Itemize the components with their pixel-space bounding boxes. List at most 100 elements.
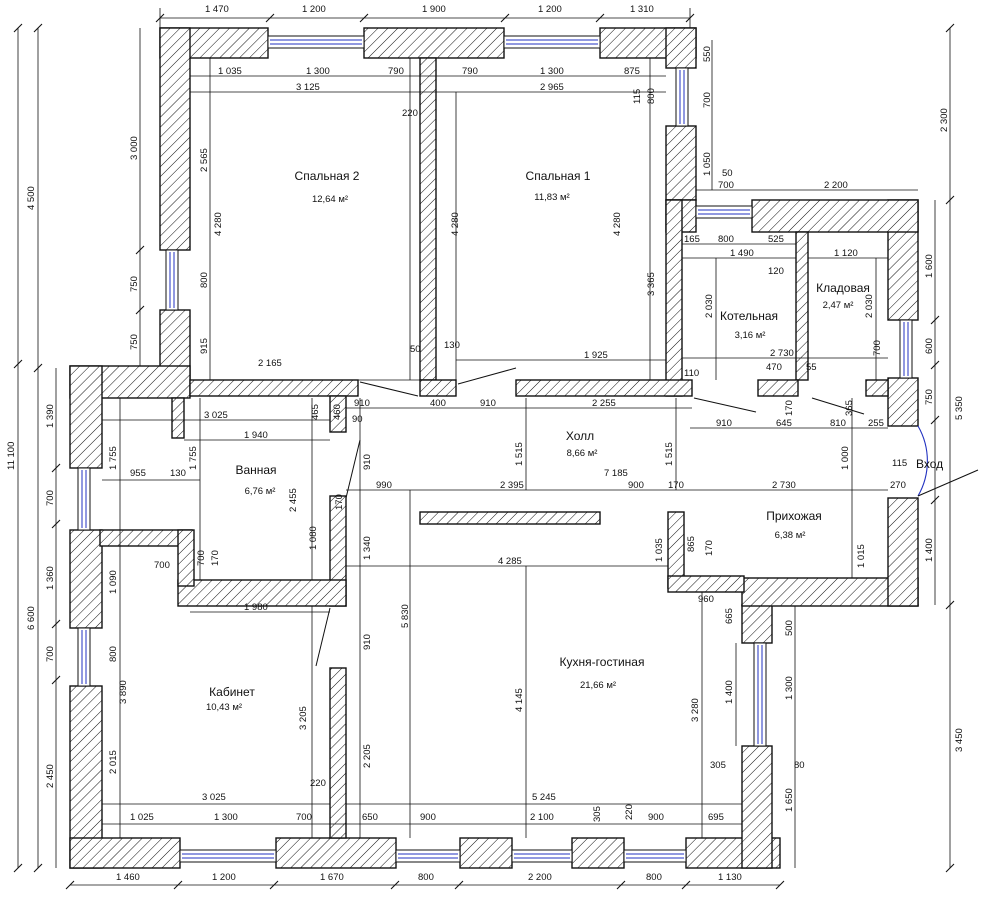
- dim-int: 2 030: [864, 294, 875, 318]
- dim-int: 910: [362, 454, 373, 470]
- dim-bottom-5: 800: [646, 872, 662, 883]
- dim-int: 915: [199, 338, 210, 354]
- dim-int: 910: [716, 418, 732, 429]
- room-area: 10,43 м²: [206, 702, 242, 713]
- window-study-left: [77, 627, 91, 687]
- dim-int: 3 205: [298, 706, 309, 730]
- dim-int: 2 200: [824, 180, 848, 191]
- dim-int: 170: [704, 540, 715, 556]
- dim-left-4500: 4 500: [26, 186, 37, 210]
- dim-int: 990: [376, 480, 392, 491]
- dim-top-1: 1 200: [302, 4, 326, 15]
- room-hall: Холл 8,66 м²: [566, 429, 598, 459]
- dim-int: 875: [624, 66, 640, 77]
- room-study: Кабинет 10,43 м²: [206, 685, 255, 713]
- dim-int: 1 300: [540, 66, 564, 77]
- dim-left-1390: 1 390: [45, 404, 56, 428]
- dim-int: 305: [592, 806, 603, 822]
- window-study-bottom: [179, 849, 277, 863]
- dim-int: 525: [768, 234, 784, 245]
- dim-int: 1 755: [188, 446, 199, 470]
- room-labels: Спальная 2 12,64 м² Спальная 1 11,83 м² …: [206, 169, 943, 713]
- dim-int: 900: [648, 812, 664, 823]
- window-right-bedroom1: [675, 67, 689, 127]
- dim-right-1400: 1 400: [924, 538, 935, 562]
- dim-right-2300: 2 300: [939, 108, 950, 132]
- dim-int: 305: [710, 760, 726, 771]
- dim-int: 1 080: [308, 526, 319, 550]
- dimension-chain-right: 550 700 2 300 1 600 600 750 5 350 1 400 …: [702, 23, 965, 873]
- room-name: Холл: [566, 429, 594, 443]
- dim-int: 4 285: [498, 556, 522, 567]
- dim-int: 865: [686, 536, 697, 552]
- dim-int: 2 255: [592, 398, 616, 409]
- dim-right-500: 500: [784, 620, 795, 636]
- dim-right-1300: 1 300: [784, 676, 795, 700]
- dim-top-4: 1 310: [630, 4, 654, 15]
- dim-int: 900: [420, 812, 436, 823]
- room-name: Спальная 2: [295, 169, 360, 183]
- dim-int: 5 830: [400, 604, 411, 628]
- dim-int: 1 050: [702, 152, 713, 176]
- room-area: 6,38 м²: [775, 530, 806, 541]
- dim-int: 165: [684, 234, 700, 245]
- dim-int: 700: [718, 180, 734, 191]
- doors: [315, 367, 979, 667]
- dim-int: 400: [430, 398, 446, 409]
- dim-int: 1 035: [654, 538, 665, 562]
- dim-int: 170: [334, 494, 345, 510]
- dim-int: 2 455: [288, 488, 299, 512]
- room-area: 11,83 м²: [534, 192, 569, 203]
- room-name: Кладовая: [816, 281, 870, 295]
- room-name: Кабинет: [209, 685, 255, 699]
- dim-int: 800: [718, 234, 734, 245]
- dim-int: 700: [296, 812, 312, 823]
- dimension-chain-bottom: 1 460 1 200 1 670 800 2 200 800 1 130: [65, 872, 785, 890]
- dim-int: 900: [628, 480, 644, 491]
- dim-int: 115: [632, 89, 643, 104]
- dim-bottom-3: 800: [418, 872, 434, 883]
- dim-int: 790: [388, 66, 404, 77]
- window-bath: [77, 467, 91, 531]
- dim-right-600: 600: [924, 338, 935, 354]
- dim-int: 790: [462, 66, 478, 77]
- dim-int: 960: [698, 594, 714, 605]
- window-top-bedroom1: [503, 35, 601, 49]
- dim-int: 645: [776, 418, 792, 429]
- dim-int: 800: [199, 272, 210, 288]
- dim-top-0: 1 470: [205, 4, 229, 15]
- dim-int: 1 515: [514, 442, 525, 466]
- dim-int: 800: [646, 88, 657, 104]
- dim-int: 1 025: [130, 812, 154, 823]
- dim-int: 4 280: [450, 212, 461, 236]
- dim-int: 665: [724, 608, 735, 624]
- room-bedroom-2: Спальная 2 12,64 м²: [295, 169, 360, 205]
- dim-int: 5 245: [532, 792, 556, 803]
- dim-right-550: 550: [702, 46, 713, 62]
- dim-int: 2 100: [530, 812, 554, 823]
- dim-int: 50: [410, 344, 421, 355]
- window-kitchen-bottom-2: [511, 849, 573, 863]
- room-bathroom: Ванная 6,76 м²: [235, 463, 276, 497]
- dim-int: 1 035: [218, 66, 242, 77]
- window-left-bedroom2: [165, 249, 179, 311]
- dim-int: 910: [362, 634, 373, 650]
- dim-int: 90: [352, 414, 363, 425]
- dim-int: 2 965: [540, 82, 564, 93]
- dim-int: 220: [310, 778, 326, 789]
- window-pantry: [899, 319, 913, 379]
- dim-int: 910: [480, 398, 496, 409]
- dim-left-700a: 700: [45, 490, 56, 506]
- dim-right-3450: 3 450: [954, 728, 965, 752]
- dim-int: 3 890: [118, 680, 129, 704]
- dim-int: 1 515: [664, 442, 675, 466]
- dim-right-5350: 5 350: [954, 396, 965, 420]
- dimension-chain-top: 1 470 1 200 1 900 1 200 1 310: [155, 4, 695, 28]
- dim-int: 1 300: [306, 66, 330, 77]
- dim-int: 465: [310, 404, 321, 420]
- dim-bottom-2: 1 670: [320, 872, 344, 883]
- room-area: 2,47 м²: [823, 300, 854, 311]
- room-name: Спальная 1: [526, 169, 591, 183]
- room-area: 21,66 м²: [580, 680, 616, 691]
